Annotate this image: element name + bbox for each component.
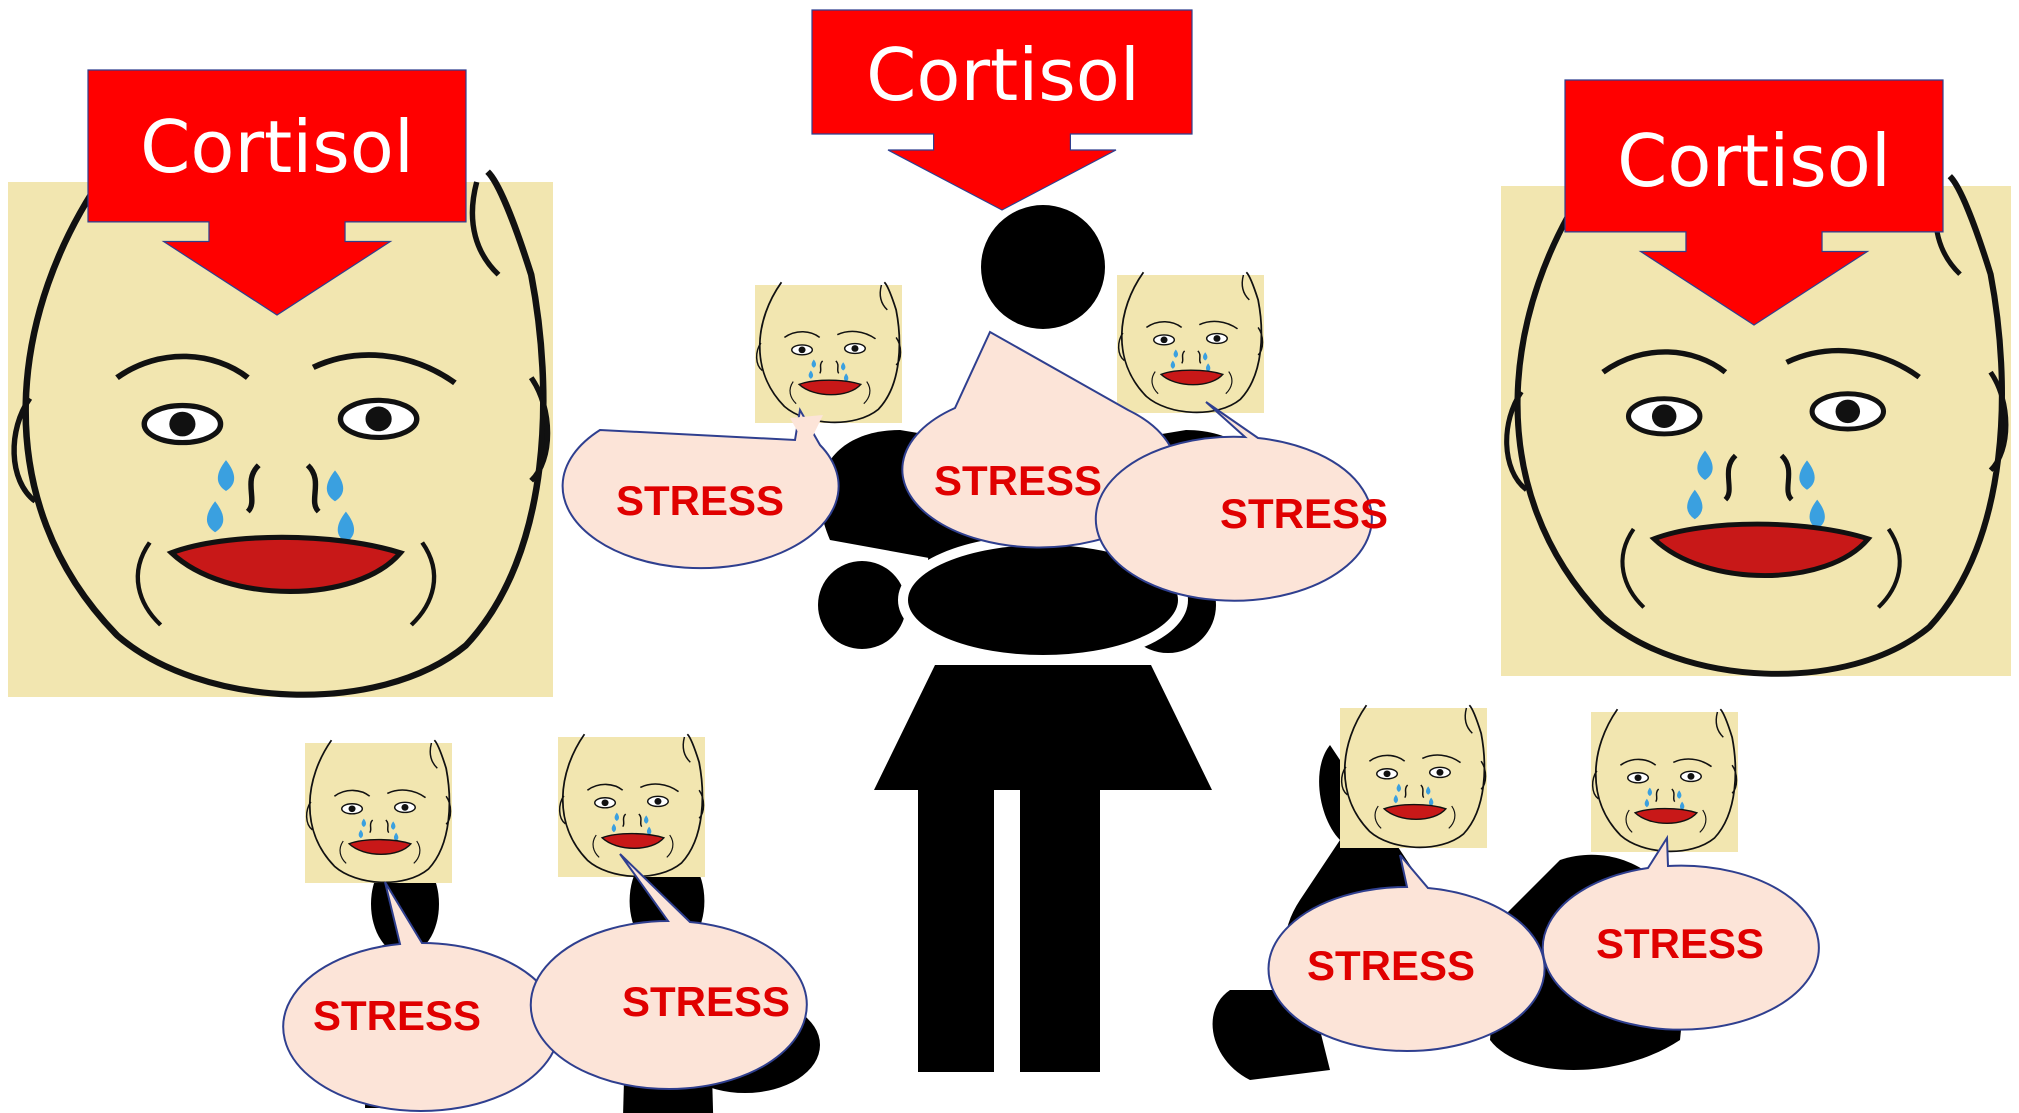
stress-speech-bubble: STRESS — [563, 410, 839, 568]
crying-baby-face-small — [305, 740, 452, 883]
cortisol-arrow-center: Cortisol — [812, 10, 1192, 210]
stress-label: STRESS — [622, 978, 790, 1025]
crying-baby-face-small — [755, 282, 902, 423]
stress-label: STRESS — [1220, 490, 1388, 537]
crying-baby-face-small — [558, 734, 705, 877]
crying-baby-face-small — [1117, 272, 1264, 413]
stress-label: STRESS — [313, 992, 481, 1039]
stress-speech-bubble: STRESS — [1269, 855, 1545, 1051]
stress-label: STRESS — [934, 457, 1102, 504]
stress-label: STRESS — [1307, 942, 1475, 989]
cortisol-label: Cortisol — [140, 105, 414, 189]
stress-label: STRESS — [616, 477, 784, 524]
cortisol-label: Cortisol — [866, 33, 1140, 117]
crying-baby-face-small — [1340, 705, 1487, 848]
crying-baby-face-small — [1591, 709, 1738, 852]
cortisol-label: Cortisol — [1617, 119, 1891, 203]
stress-label: STRESS — [1596, 920, 1764, 967]
